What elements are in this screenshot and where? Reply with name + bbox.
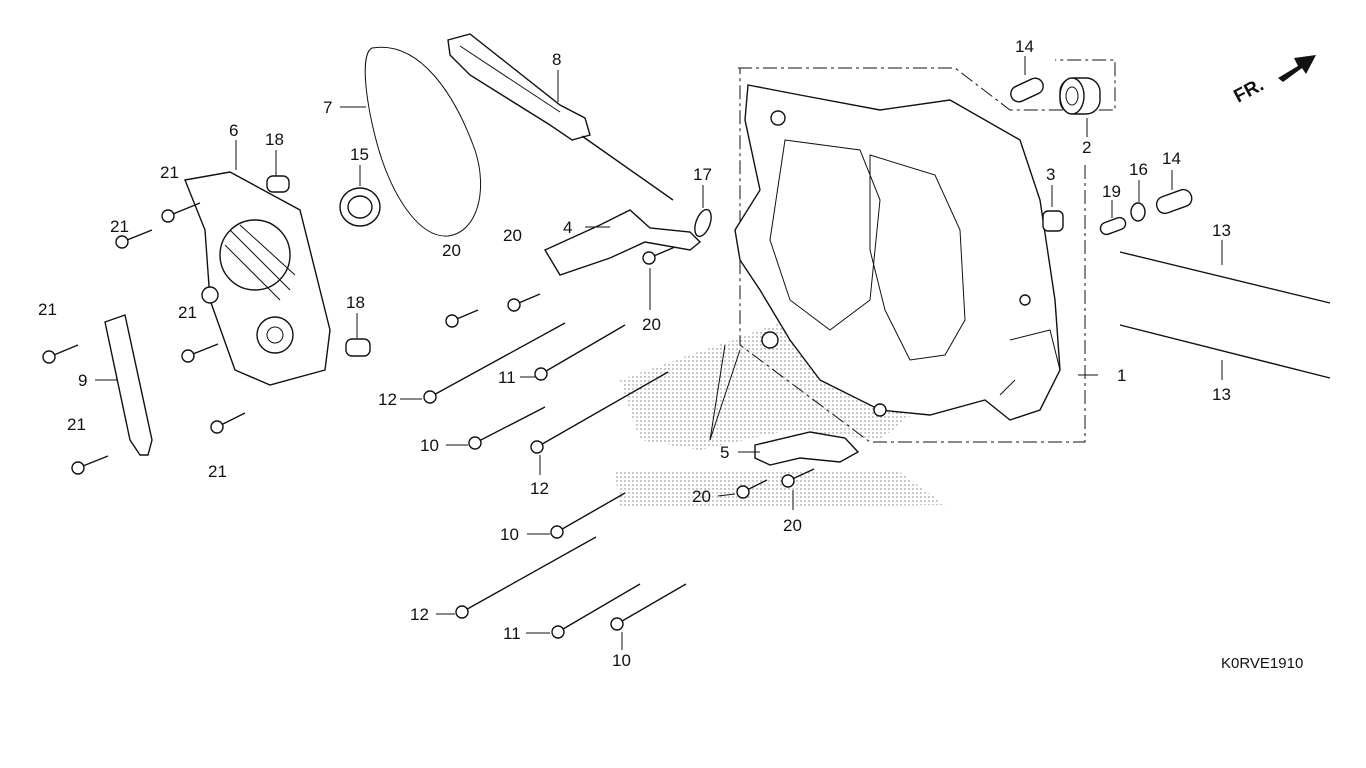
callout-19: 19 [1102, 182, 1121, 201]
callout-21a: 21 [160, 163, 179, 182]
washer [1130, 202, 1146, 222]
callout-12a: 12 [378, 390, 397, 409]
callout-12b: 12 [530, 479, 549, 498]
shadow-area [615, 472, 945, 508]
dipstick [447, 33, 674, 201]
collar [1099, 216, 1127, 236]
callout-10a: 10 [420, 436, 439, 455]
guide-plate [104, 314, 153, 456]
callout-5: 5 [720, 443, 729, 462]
callout-13b: 13 [1212, 385, 1231, 404]
callout-6: 6 [229, 121, 238, 140]
dowel-pin [1155, 188, 1193, 215]
callout-8: 8 [552, 50, 561, 69]
front-direction-marker: FR. [1230, 55, 1316, 107]
collar [266, 175, 290, 193]
callout-21f: 21 [208, 462, 227, 481]
callout-20b: 20 [503, 226, 522, 245]
leader-lines [95, 56, 1223, 650]
callout-2: 2 [1082, 138, 1091, 157]
callout-14a: 14 [1015, 37, 1034, 56]
callout-18b: 18 [346, 293, 365, 312]
callout-21e: 21 [67, 415, 86, 434]
front-arrow-icon [1278, 55, 1316, 82]
oil-seal [339, 187, 381, 227]
front-label: FR. [1230, 75, 1267, 108]
callout-10c: 10 [612, 651, 631, 670]
callout-4: 4 [563, 218, 572, 237]
callout-10b: 10 [500, 525, 519, 544]
collar [1042, 210, 1064, 232]
diagram-code: K0RVE1910 [1221, 655, 1303, 672]
dowel-pin [1010, 77, 1044, 103]
callout-7: 7 [323, 98, 332, 117]
bearing [1059, 77, 1101, 115]
seal-ring [694, 208, 712, 238]
callout-21b: 21 [110, 217, 129, 236]
callout-18a: 18 [265, 130, 284, 149]
crankcase [734, 84, 1061, 421]
callout-20a: 20 [442, 241, 461, 260]
callout-20d: 20 [692, 487, 711, 506]
collar [345, 338, 371, 357]
long-bolts [423, 322, 687, 639]
callout-11a: 11 [498, 368, 516, 387]
pump-cover [184, 171, 331, 386]
group-outline-main [738, 59, 1116, 443]
callout-20e: 20 [783, 516, 802, 535]
callout-21d: 21 [178, 303, 197, 322]
callout-13a: 13 [1212, 221, 1231, 240]
callout-3: 3 [1046, 165, 1055, 184]
o-ring [364, 46, 482, 237]
bracket-lower [754, 431, 860, 466]
stud-bolt [1119, 251, 1331, 304]
stud-bolt [1119, 324, 1331, 379]
callout-1: 1 [1117, 366, 1126, 385]
callout-20c: 20 [642, 315, 661, 334]
callout-15: 15 [350, 145, 369, 164]
short-bolts [42, 202, 815, 499]
callout-17: 17 [693, 165, 712, 184]
callout-16: 16 [1129, 160, 1148, 179]
bracket-upper [543, 209, 702, 276]
callout-14b: 14 [1162, 149, 1181, 168]
callout-21c: 21 [38, 300, 57, 319]
callout-12c: 12 [410, 605, 429, 624]
callout-labels: 1 2 3 4 5 6 7 8 9 10 10 10 11 11 12 12 1… [38, 37, 1231, 670]
callout-9: 9 [78, 371, 87, 390]
callout-11b: 11 [503, 624, 521, 643]
